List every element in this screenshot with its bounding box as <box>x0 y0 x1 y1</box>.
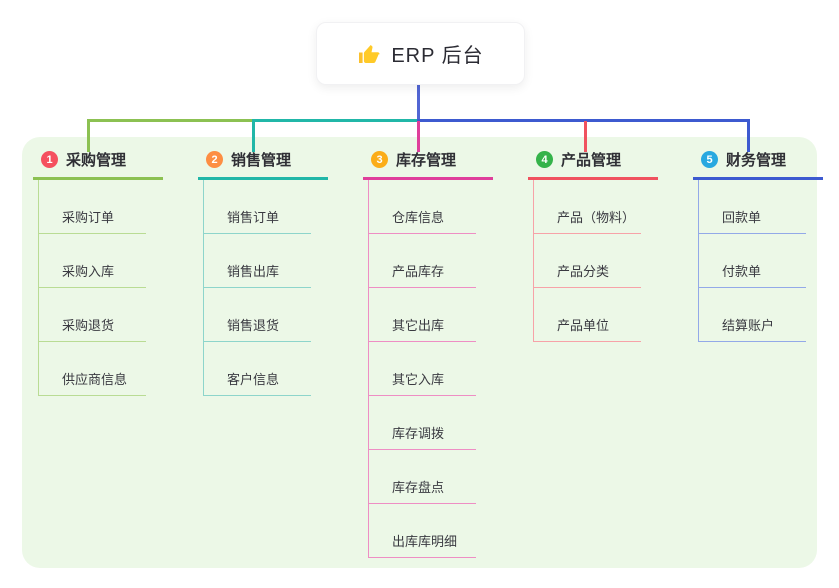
node-item[interactable]: 客户信息 <box>204 342 311 396</box>
node-item[interactable]: 产品分类 <box>534 234 641 288</box>
node-item[interactable]: 产品库存 <box>369 234 476 288</box>
node-label: 付款单 <box>722 264 762 279</box>
connector-bus-branch1 <box>87 119 255 122</box>
branch-product: 4 产品管理 产品（物料） 产品分类 产品单位 <box>528 149 658 342</box>
connector-bus-branch5 <box>417 119 750 122</box>
connector-root-drop <box>417 83 420 120</box>
branch-title: 产品管理 <box>561 152 622 169</box>
branch-title: 销售管理 <box>231 152 292 169</box>
node-label: 库存调拨 <box>392 426 445 441</box>
node-label: 采购退货 <box>62 318 115 333</box>
node-item[interactable]: 出库库明细 <box>369 504 476 558</box>
branch-number-badge: 3 <box>371 151 388 168</box>
node-item[interactable]: 采购订单 <box>39 180 146 234</box>
branch-header[interactable]: 1 采购管理 <box>33 149 163 180</box>
node-item[interactable]: 销售订单 <box>204 180 311 234</box>
node-item[interactable]: 销售退货 <box>204 288 311 342</box>
node-item[interactable]: 库存调拨 <box>369 396 476 450</box>
branch-purchase: 1 采购管理 采购订单 采购入库 采购退货 供应商信息 <box>33 149 163 396</box>
node-item[interactable]: 其它入库 <box>369 342 476 396</box>
node-item[interactable]: 供应商信息 <box>39 342 146 396</box>
node-label: 其它出库 <box>392 318 445 333</box>
node-item[interactable]: 仓库信息 <box>369 180 476 234</box>
node-label: 采购入库 <box>62 264 115 279</box>
branch-header[interactable]: 2 销售管理 <box>198 149 328 180</box>
node-label: 产品单位 <box>557 318 610 333</box>
node-label: 回款单 <box>722 210 762 225</box>
branch-sales: 2 销售管理 销售订单 销售出库 销售退货 客户信息 <box>198 149 328 396</box>
node-item[interactable]: 结算账户 <box>699 288 806 342</box>
branch-children: 销售订单 销售出库 销售退货 客户信息 <box>203 180 311 396</box>
node-item[interactable]: 付款单 <box>699 234 806 288</box>
node-label: 销售订单 <box>227 210 280 225</box>
node-label: 采购订单 <box>62 210 115 225</box>
node-item[interactable]: 产品单位 <box>534 288 641 342</box>
node-label: 销售退货 <box>227 318 280 333</box>
connector-drop-branch5 <box>747 119 750 152</box>
node-item[interactable]: 采购入库 <box>39 234 146 288</box>
node-item[interactable]: 其它出库 <box>369 288 476 342</box>
node-label: 产品（物料） <box>557 210 636 225</box>
node-label: 客户信息 <box>227 372 280 387</box>
branch-title: 库存管理 <box>396 152 457 169</box>
branch-number-badge: 5 <box>701 151 718 168</box>
thumbs-up-icon <box>357 42 381 66</box>
node-label: 产品分类 <box>557 264 610 279</box>
branch-header[interactable]: 4 产品管理 <box>528 149 658 180</box>
connector-bus-branch2 <box>252 119 418 122</box>
connector-drop-branch3 <box>417 121 420 152</box>
connector-drop-branch4 <box>584 121 587 152</box>
node-item[interactable]: 产品（物料） <box>534 180 641 234</box>
branch-inventory: 3 库存管理 仓库信息 产品库存 其它出库 其它入库 库存调拨 库存盘点 出库库… <box>363 149 493 558</box>
node-label: 出库库明细 <box>392 534 458 549</box>
branch-children: 产品（物料） 产品分类 产品单位 <box>533 180 641 342</box>
node-label: 其它入库 <box>392 372 445 387</box>
mindmap-canvas-panel <box>22 137 817 568</box>
branch-children: 回款单 付款单 结算账户 <box>698 180 806 342</box>
branch-children: 采购订单 采购入库 采购退货 供应商信息 <box>38 180 146 396</box>
branch-number-badge: 1 <box>41 151 58 168</box>
connector-drop-branch1 <box>87 119 90 152</box>
branch-header[interactable]: 3 库存管理 <box>363 149 493 180</box>
node-label: 供应商信息 <box>62 372 128 387</box>
branch-number-badge: 2 <box>206 151 223 168</box>
node-item[interactable]: 采购退货 <box>39 288 146 342</box>
root-node-label: ERP 后台 <box>391 45 484 67</box>
node-item[interactable]: 销售出库 <box>204 234 311 288</box>
node-item[interactable]: 库存盘点 <box>369 450 476 504</box>
branch-title: 采购管理 <box>66 152 127 169</box>
branch-children: 仓库信息 产品库存 其它出库 其它入库 库存调拨 库存盘点 出库库明细 <box>368 180 476 558</box>
node-label: 销售出库 <box>227 264 280 279</box>
branch-title: 财务管理 <box>726 152 787 169</box>
root-node-erp[interactable]: ERP 后台 <box>316 22 525 85</box>
node-item[interactable]: 回款单 <box>699 180 806 234</box>
node-label: 仓库信息 <box>392 210 445 225</box>
branch-finance: 5 财务管理 回款单 付款单 结算账户 <box>693 149 823 342</box>
branch-number-badge: 4 <box>536 151 553 168</box>
node-label: 结算账户 <box>722 318 775 333</box>
branch-header[interactable]: 5 财务管理 <box>693 149 823 180</box>
node-label: 库存盘点 <box>392 480 445 495</box>
node-label: 产品库存 <box>392 264 445 279</box>
connector-drop-branch2 <box>252 119 255 152</box>
